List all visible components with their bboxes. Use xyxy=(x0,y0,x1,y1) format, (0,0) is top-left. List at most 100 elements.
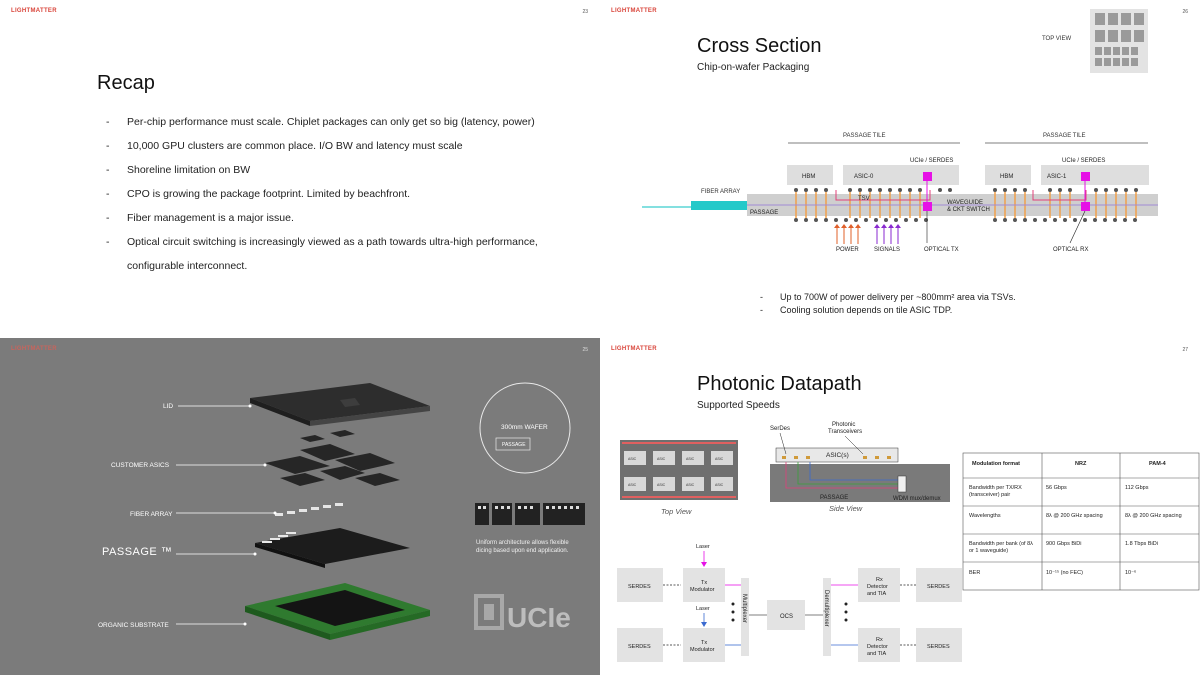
flow-diagram: SERDES SERDES Laser Tx Modulator Laser T… xyxy=(617,544,962,662)
table-cell: 8λ @ 200 GHz spacing xyxy=(1125,513,1182,519)
demultiplexer-label: Demultiplexer xyxy=(823,590,829,627)
serdes-block xyxy=(617,628,663,662)
table-cell: 900 Gbps BiDi xyxy=(1046,541,1082,547)
serdes-block xyxy=(916,568,962,602)
slide-exploded-view: LIGHTMATTER 25 xyxy=(0,338,600,675)
fiber-array-block xyxy=(691,201,747,210)
bullet-item: 10,000 GPU clusters are common place. I/… xyxy=(106,134,566,158)
hbm-block xyxy=(787,165,833,185)
tx-label: Tx xyxy=(701,640,707,646)
side-view-diagram: ASIC(s) PASSAGE WDM mux/demux xyxy=(770,447,950,502)
asic-mini-label: ASIC xyxy=(628,457,637,461)
ocs-block xyxy=(767,600,805,630)
side-view-caption: Side View xyxy=(829,504,863,513)
passage-tile-label: PASSAGE TILE xyxy=(843,133,885,139)
serdes-block-label: SERDES xyxy=(927,584,950,590)
brand-logo: LIGHTMATTER xyxy=(11,346,57,352)
page-number: 25 xyxy=(582,347,588,353)
tx-label: Modulator xyxy=(690,587,715,593)
lid-layer xyxy=(250,383,430,426)
rx-label: Rx xyxy=(876,637,883,643)
hbm-label: HBM xyxy=(802,174,815,180)
asic-mini-label: ASIC xyxy=(686,483,695,487)
tx-modulator-block xyxy=(683,628,725,662)
signals-label: SIGNALS xyxy=(874,247,900,253)
laser-label: Laser xyxy=(696,544,710,550)
table-cell: Bandwidth per bank (of 8λ or 1 waveguide… xyxy=(969,541,1033,554)
table-header: PAM-4 xyxy=(1149,461,1167,467)
ckt-switch-label: & CKT SWITCH xyxy=(947,207,990,213)
customer-asics-layer xyxy=(265,430,400,486)
fiber-array-layer xyxy=(275,503,343,516)
bullet-item: Shoreline limitation on BW xyxy=(106,158,566,182)
customer-asics-label: CUSTOMER ASICS xyxy=(111,462,170,469)
page-number: 27 xyxy=(1182,347,1188,353)
passage-box-label: PASSAGE xyxy=(502,442,526,448)
rx-label: Rx xyxy=(876,577,883,583)
fiber-array-label: FIBER ARRAY xyxy=(701,189,740,195)
speeds-table: Modulation format NRZ PAM-4 xyxy=(962,452,1200,591)
asic0-label: ASIC-0 xyxy=(854,174,874,180)
power-label: POWER xyxy=(836,247,859,253)
brand-logo: LIGHTMATTER xyxy=(611,346,657,352)
passage-label: PASSAGE xyxy=(820,495,848,501)
organic-substrate-label: ORGANIC SUBSTRATE xyxy=(98,622,169,629)
slide-title: Cross Section xyxy=(697,35,822,57)
uniform-text: dicing based upon end application. xyxy=(476,548,569,554)
asic-mini-label: ASIC xyxy=(686,457,695,461)
serdes-callout: SerDes xyxy=(770,426,790,432)
table-cell: Bandwidth per TX/RX (transceiver) pair xyxy=(969,485,1022,498)
table-cell: 8λ @ 200 GHz spacing xyxy=(1046,513,1103,519)
asic-mini-label: ASIC xyxy=(715,483,724,487)
ucie-label: UCIe / SERDES xyxy=(910,158,953,164)
rx-label: Detector xyxy=(867,644,888,650)
note-item: Cooling solution depends on tile ASIC TD… xyxy=(780,305,952,315)
rx-label: Detector xyxy=(867,584,888,590)
ucie-serdes-marker xyxy=(1081,172,1090,181)
slide-photonic-datapath: LIGHTMATTER 27 Photonic Datapath Support… xyxy=(600,338,1200,675)
bullet-item: Per-chip performance must scale. Chiplet… xyxy=(106,110,566,134)
brand-logo: LIGHTMATTER xyxy=(611,8,657,14)
fiber-array-label: FIBER ARRAY xyxy=(130,511,173,518)
asic1-block xyxy=(1041,165,1149,185)
asic-mini-label: ASIC xyxy=(657,483,666,487)
brand-logo: LIGHTMATTER xyxy=(11,8,57,14)
hbm-block xyxy=(985,165,1031,185)
passage-logo-text: PASSAGE ™ xyxy=(102,546,172,558)
wafer-label: 300mm WAFER xyxy=(501,424,548,431)
asic-mini-label: ASIC xyxy=(715,457,724,461)
slide-subtitle: Supported Speeds xyxy=(697,400,780,411)
table-cell: BER xyxy=(969,570,981,576)
passage-box xyxy=(495,437,531,451)
serdes-block-label: SERDES xyxy=(628,644,651,650)
ucie-serdes-marker xyxy=(923,172,932,181)
table-header: Modulation format xyxy=(972,461,1020,467)
optical-tx-label: OPTICAL TX xyxy=(924,247,959,253)
multiplexer-block xyxy=(741,578,749,656)
hbm-label: HBM xyxy=(1000,174,1013,180)
asic-mini-label: ASIC xyxy=(657,457,666,461)
rx-detector-block xyxy=(858,568,900,602)
asic1-label: ASIC-1 xyxy=(1047,174,1067,180)
wafer-outline xyxy=(479,382,571,474)
asics-label: ASIC(s) xyxy=(826,452,849,459)
top-view-icon xyxy=(1090,9,1148,73)
slide-title: Photonic Datapath xyxy=(697,373,862,395)
optical-tx-marker xyxy=(923,202,932,211)
top-view-caption: Top View xyxy=(661,507,692,516)
ocs-label: OCS xyxy=(780,614,793,620)
table-cell: 10⁻¹⁵ (no FEC) xyxy=(1046,570,1083,576)
organic-substrate-layer xyxy=(245,583,430,640)
multiplexer-label: Multiplexer xyxy=(741,594,747,623)
tx-modulator-block xyxy=(683,568,725,602)
table-cell: 56 Gbps xyxy=(1046,485,1067,491)
table-cell: 112 Gbps xyxy=(1125,485,1149,491)
top-view-label: TOP VIEW xyxy=(1042,36,1071,42)
rx-label: and TIA xyxy=(867,591,886,597)
rx-label: and TIA xyxy=(867,651,886,657)
photonic-label: Photonic xyxy=(832,422,855,428)
laser-label: Laser xyxy=(696,606,710,612)
waveguide-label: WAVEGUIDE xyxy=(947,200,983,206)
bullet-item: CPO is growing the package footprint. Li… xyxy=(106,182,566,206)
